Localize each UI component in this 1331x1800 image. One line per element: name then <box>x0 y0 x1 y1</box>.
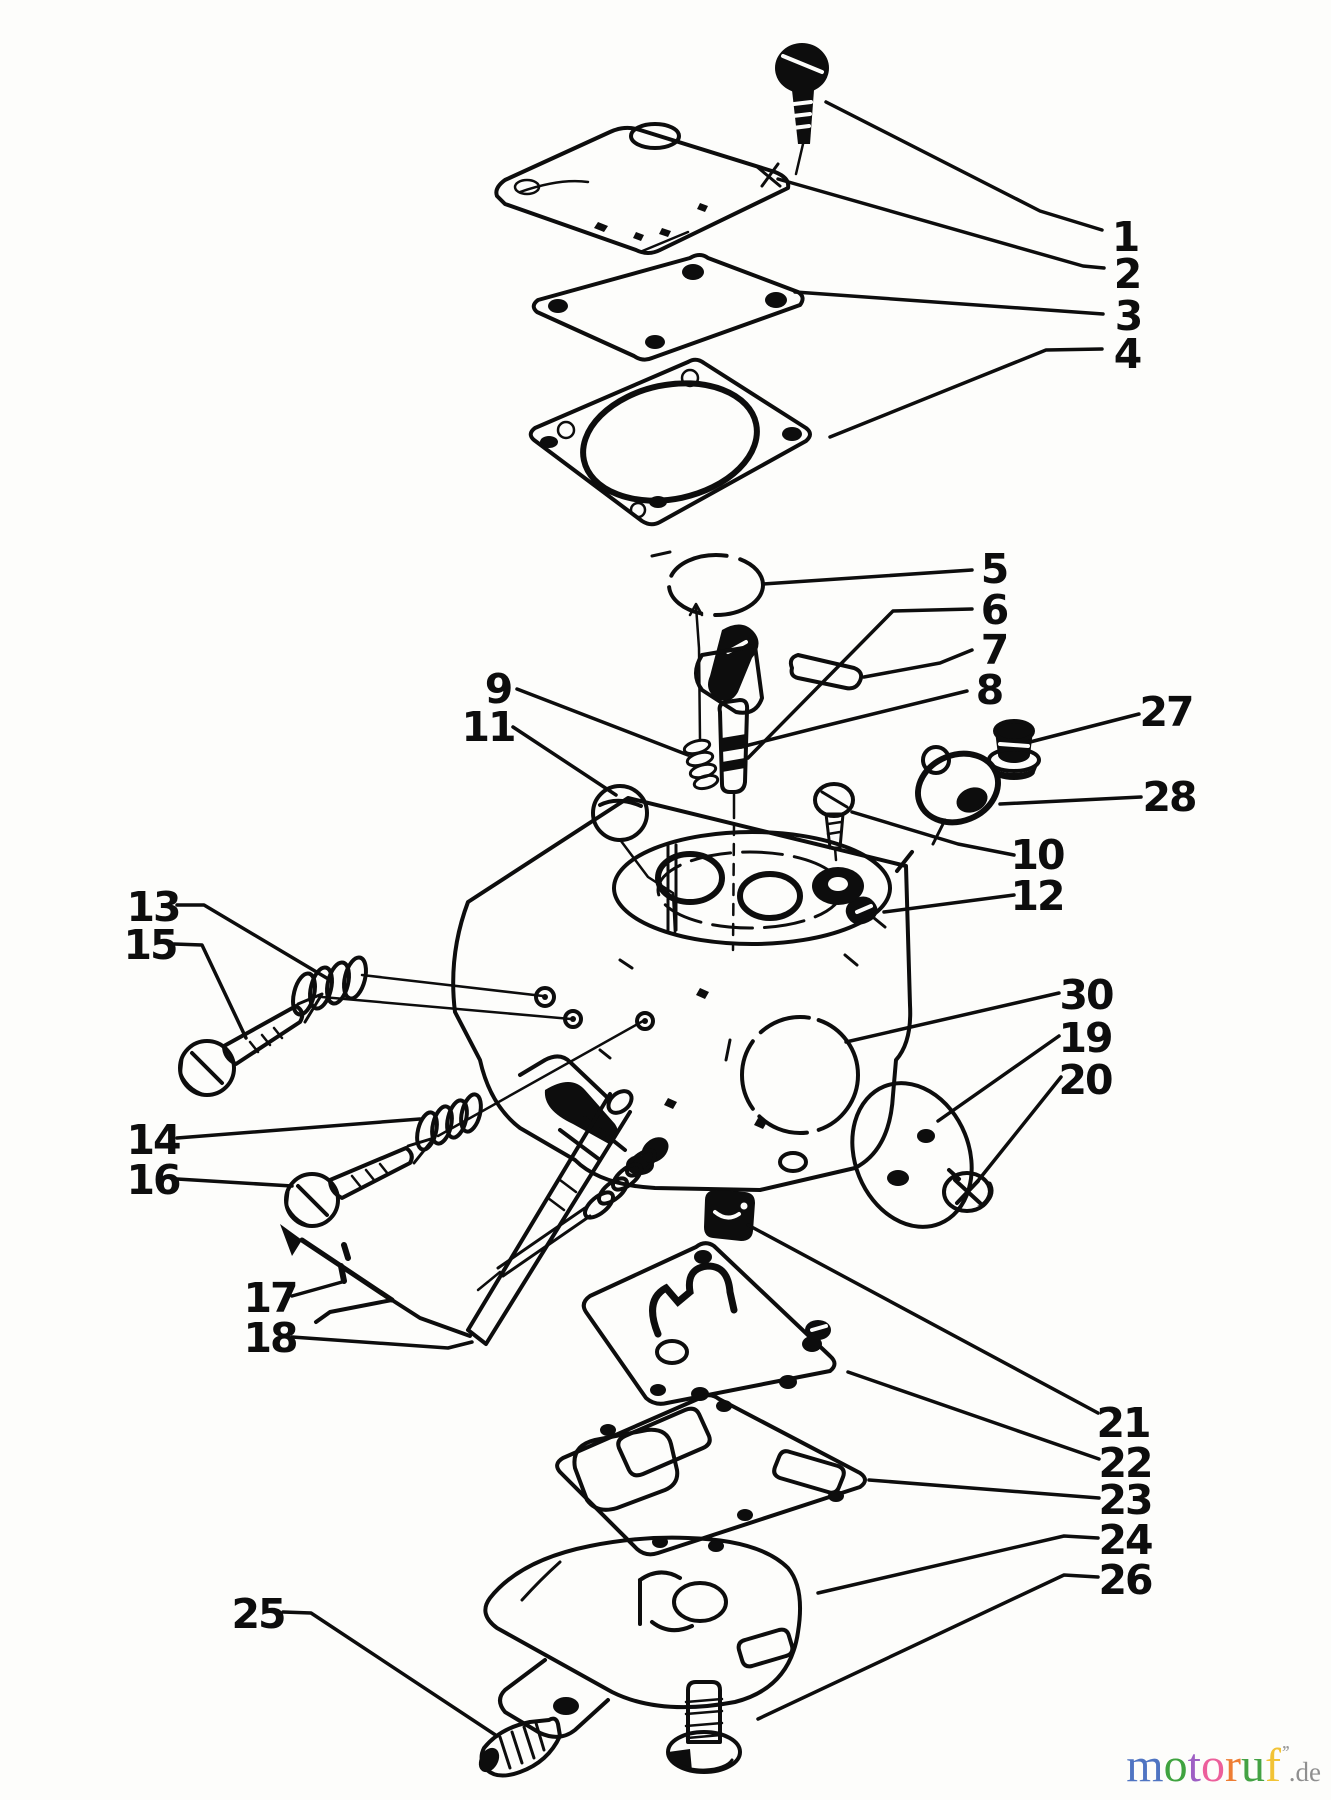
leader-line-11 <box>511 725 618 797</box>
leader-line-20 <box>975 1075 1063 1184</box>
callout-label-14: 14 <box>126 1116 180 1164</box>
axis-line-low <box>436 1019 645 1138</box>
logo-letter-1: o <box>1163 1739 1188 1792</box>
leader-line-2 <box>776 177 1106 270</box>
motoruf-logo: motoruf’’.de <box>1126 1729 1321 1796</box>
part-screw-top <box>775 43 829 176</box>
leader-line-1 <box>824 100 1104 232</box>
part-spring-low <box>415 1092 483 1152</box>
callout-label-1: 1 <box>1112 213 1139 261</box>
part-metering-plate <box>581 1241 837 1406</box>
part-mixture-screw-low <box>284 1136 436 1228</box>
leader-line-9 <box>515 687 690 757</box>
callout-label-11: 11 <box>461 703 514 751</box>
logo-letter-5: u <box>1240 1739 1265 1792</box>
leader-line-19 <box>936 1034 1061 1123</box>
leader-line-10 <box>850 810 1016 857</box>
callout-label-10: 10 <box>1010 831 1064 879</box>
callout-label-20: 20 <box>1058 1056 1112 1104</box>
leader-line-27 <box>1028 712 1141 744</box>
part-gasket <box>528 357 812 527</box>
axis-line-high2 <box>320 995 573 1021</box>
leader-line-17 <box>290 1280 344 1298</box>
logo-letter-0: m <box>1126 1739 1164 1792</box>
callout-label-16: 16 <box>126 1156 180 1204</box>
callout-label-22: 22 <box>1098 1439 1151 1487</box>
leader-line-14 <box>175 1117 422 1140</box>
callout-label-12: 12 <box>1010 872 1063 920</box>
part-mixture-screw-high <box>178 992 324 1097</box>
logo-domain-suffix: .de <box>1288 1757 1321 1787</box>
part-inlet-needle <box>717 698 750 952</box>
logo-letter-4: r <box>1224 1739 1241 1792</box>
leader-line-18 <box>290 1335 474 1350</box>
leader-line-15 <box>172 942 248 1040</box>
part-disc-screw <box>942 1168 994 1213</box>
leader-line-3 <box>793 290 1105 316</box>
leader-line-4 <box>828 347 1104 439</box>
part-needle-spring <box>682 738 720 791</box>
leader-line-13 <box>175 903 332 982</box>
leader-line-16 <box>175 1177 294 1188</box>
callout-label-7: 7 <box>981 626 1008 674</box>
leader-line-26 <box>756 1573 1100 1721</box>
leader-line-22 <box>846 1370 1101 1461</box>
callout-label-28: 28 <box>1142 773 1195 821</box>
leader-line-25 <box>281 1610 499 1738</box>
part-valve-nut <box>704 1190 755 1241</box>
part-lever-pin <box>788 653 864 691</box>
callout-label-4: 4 <box>1114 330 1141 378</box>
callout-label-30: 30 <box>1059 971 1113 1019</box>
logo-tick: ’’ <box>1280 1742 1291 1764</box>
part-pump-cover <box>483 1535 802 1739</box>
part-metering-lever-assembly <box>688 602 764 742</box>
leader-line-21 <box>746 1223 1100 1415</box>
part-throttle-rod <box>280 1089 634 1346</box>
callout-label-9: 9 <box>485 665 512 713</box>
part-carburetor-body <box>451 796 913 1192</box>
callout-label-13: 13 <box>126 883 179 931</box>
callout-label-6: 6 <box>981 586 1008 634</box>
part-bottom-screw <box>666 1680 742 1774</box>
leader-line-8 <box>739 689 969 749</box>
callout-label-8: 8 <box>976 666 1003 714</box>
callout-label-15: 15 <box>123 921 176 969</box>
callout-label-26: 26 <box>1098 1556 1152 1604</box>
part-diaphragm <box>531 253 805 362</box>
logo-letter-3: o <box>1200 1739 1225 1792</box>
logo-letter-2: t <box>1187 1739 1201 1792</box>
part-top-cover <box>494 122 791 255</box>
leader-line-5 <box>761 568 974 586</box>
part-disc-valve <box>650 550 765 617</box>
part-grommet <box>987 719 1041 780</box>
callout-label-23: 23 <box>1098 1476 1151 1524</box>
callout-label-3: 3 <box>1115 292 1142 340</box>
part-pump-gasket <box>555 1393 867 1557</box>
callout-label-2: 2 <box>1114 250 1141 298</box>
callout-label-17: 17 <box>243 1274 296 1322</box>
leader-line-24 <box>816 1534 1100 1595</box>
callout-label-18: 18 <box>243 1314 296 1362</box>
logo-wordmark: motoruf <box>1126 1739 1281 1792</box>
leader-line-23 <box>867 1478 1101 1500</box>
leader-line-12 <box>882 893 1016 914</box>
callout-label-5: 5 <box>981 545 1008 593</box>
callout-label-27: 27 <box>1139 688 1192 736</box>
leader-line-30 <box>844 991 1061 1044</box>
part-set-screw <box>478 1716 562 1778</box>
callout-label-19: 19 <box>1058 1014 1111 1062</box>
part-throttle-disc <box>850 1081 974 1229</box>
logo-letter-6: f <box>1264 1739 1281 1792</box>
leader-line-6 <box>746 607 974 760</box>
part-washer-plate <box>915 745 1001 846</box>
leader-line-28 <box>998 795 1143 806</box>
part-pivot-pin <box>338 1242 351 1284</box>
leader-line-7 <box>862 648 974 679</box>
callout-label-24: 24 <box>1098 1516 1152 1564</box>
callout-label-25: 25 <box>231 1590 284 1638</box>
callout-label-21: 21 <box>1096 1399 1149 1447</box>
